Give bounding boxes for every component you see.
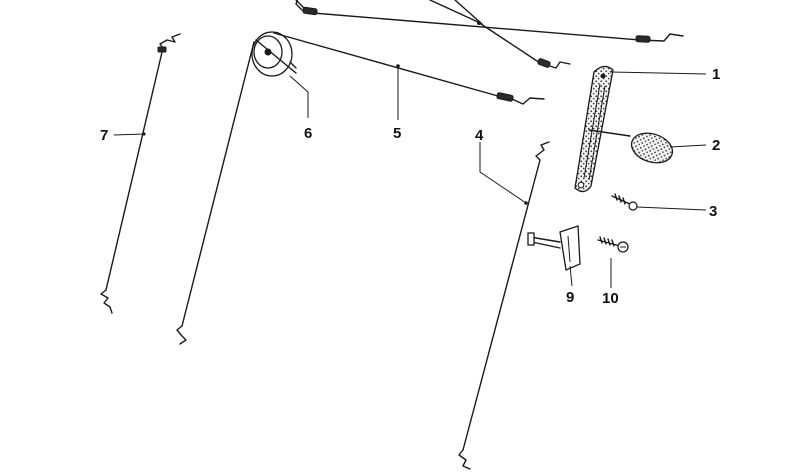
bolt — [597, 236, 629, 253]
leader-1 — [609, 71, 707, 75]
callout-labels: 1 2 3 4 5 6 7 9 10 — [100, 66, 720, 307]
upper-rod-assembly — [295, 0, 684, 69]
leader-lines — [113, 66, 707, 288]
long-rod — [458, 141, 550, 470]
leader-7 — [113, 133, 145, 136]
leader-2 — [669, 144, 707, 148]
leader-6 — [289, 75, 309, 118]
bracket-clip — [527, 225, 581, 271]
callout-2: 2 — [712, 137, 720, 154]
knob — [630, 132, 674, 164]
leader-9 — [569, 265, 573, 287]
pulley-assembly — [176, 31, 545, 345]
callout-5: 5 — [393, 125, 401, 142]
callout-9: 9 — [566, 289, 574, 306]
callout-10: 10 — [602, 290, 619, 307]
leader-3 — [636, 206, 707, 211]
callout-4: 4 — [475, 127, 484, 144]
handle-bracket — [574, 65, 631, 193]
leader-4 — [479, 142, 527, 204]
callout-7: 7 — [100, 127, 108, 144]
callout-6: 6 — [304, 125, 312, 142]
screw — [611, 193, 638, 211]
callout-1: 1 — [712, 66, 720, 83]
callout-3: 3 — [709, 203, 717, 220]
left-rod — [100, 33, 181, 314]
